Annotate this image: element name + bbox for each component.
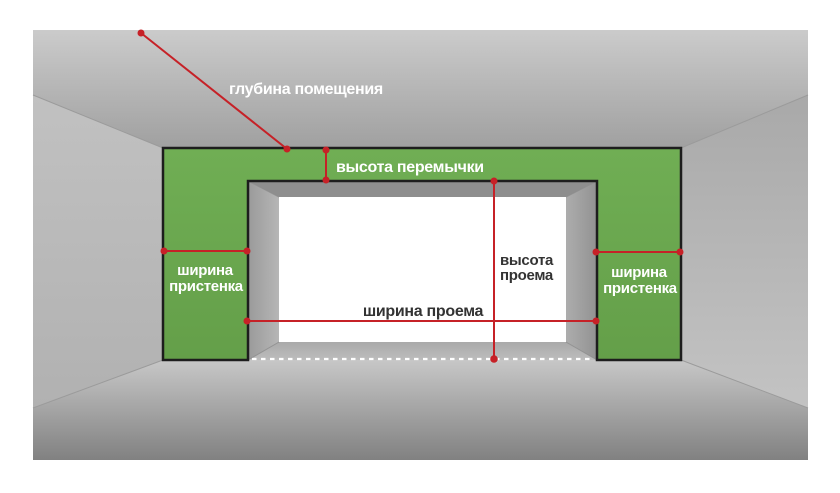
measure-dot <box>243 247 251 255</box>
measure-pier-width-right <box>592 248 684 256</box>
measure-dot <box>283 145 291 153</box>
left-wall <box>33 95 163 408</box>
measure-dot <box>322 146 330 154</box>
lintel-height-label: высота перемычки <box>336 159 484 176</box>
opening-interior <box>279 197 566 342</box>
measure-dot <box>592 317 600 325</box>
opening-height-label-line2: проема <box>500 267 554 284</box>
opening-height-label-line1: высота <box>500 252 554 269</box>
measure-dot <box>243 317 251 325</box>
room-depth-label: глубина помещения <box>229 81 383 98</box>
floor <box>33 360 808 460</box>
room-corner-edges <box>32 94 809 409</box>
right-wall <box>681 95 808 408</box>
opening-width-label: ширина проема <box>363 303 484 320</box>
back-wall-green <box>161 146 683 362</box>
pier-width-left-label-line2: пристенка <box>169 278 244 295</box>
measure-dot <box>592 248 600 256</box>
opening-miter-edges <box>247 180 598 361</box>
measure-opening-height <box>490 177 498 363</box>
measure-dot <box>160 247 168 255</box>
measure-opening-width <box>243 317 600 325</box>
measure-dot <box>676 248 684 256</box>
pier-width-left-label-line1: ширина <box>177 262 234 279</box>
measure-dot <box>490 177 498 185</box>
measure-dot <box>137 29 145 37</box>
measure-dot <box>490 355 498 363</box>
pier-width-right-label-line2: пристенка <box>603 280 678 297</box>
measure-dot <box>322 176 330 184</box>
pier-width-right-label-line1: ширина <box>611 264 668 281</box>
measure-room-depth <box>137 29 291 153</box>
measure-lintel-height <box>322 146 330 184</box>
ceiling <box>33 30 808 148</box>
opening-reveal-right <box>566 181 597 360</box>
measure-pier-width-left <box>160 247 251 255</box>
opening-reveal-left <box>248 181 279 360</box>
opening-reveal-bottom <box>248 342 597 360</box>
opening-reveal-top <box>248 181 597 197</box>
